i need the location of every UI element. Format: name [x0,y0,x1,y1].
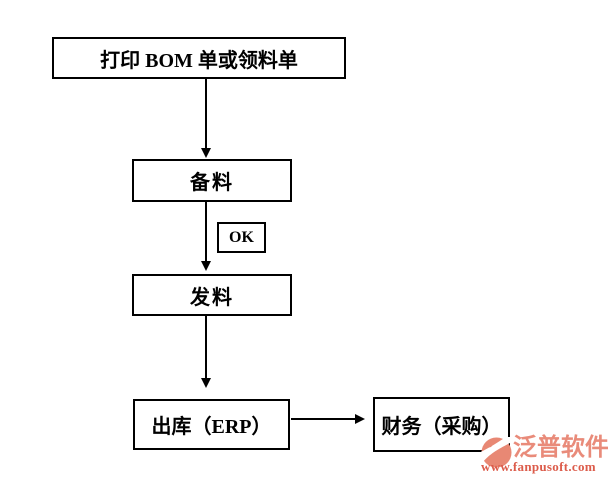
watermark: 泛普软件 www.fanpusoft.com [480,435,608,481]
watermark-url-text: www.fanpusoft.com [481,459,596,474]
arrow-issue-to-outbound-arrowhead-icon [201,378,211,388]
node-ok-check: OK [217,222,266,253]
node-print-bom: 打印 BOM 单或领料单 [52,37,346,79]
node-prepare-material: 备料 [132,159,292,202]
arrow-issue-to-outbound-line [205,316,207,379]
fanpu-logo-icon [481,437,512,468]
node-prepare-material-label: 备料 [190,172,234,194]
node-finance-purchase-label: 财务（采购） [381,416,502,438]
node-issue-material-label: 发料 [190,286,234,309]
watermark-brand-text: 泛普软件 [513,435,608,461]
arrow-print-to-prepare-line [205,79,207,149]
node-outbound-erp: 出库（ERP） [133,399,290,450]
node-ok-check-label: OK [229,228,254,246]
arrow-print-to-prepare-arrowhead-icon [201,148,211,158]
arrow-prepare-to-issue-line [205,202,207,262]
arrow-outbound-to-finance-line [291,418,355,420]
node-print-bom-label: 打印 BOM 单或领料单 [100,49,298,72]
arrow-outbound-to-finance-arrowhead-icon [355,414,365,424]
node-outbound-erp-label: 出库（ERP） [151,416,272,438]
arrow-prepare-to-issue-arrowhead-icon [201,261,211,271]
node-issue-material: 发料 [132,274,292,316]
node-finance-purchase: 财务（采购） [373,397,510,452]
